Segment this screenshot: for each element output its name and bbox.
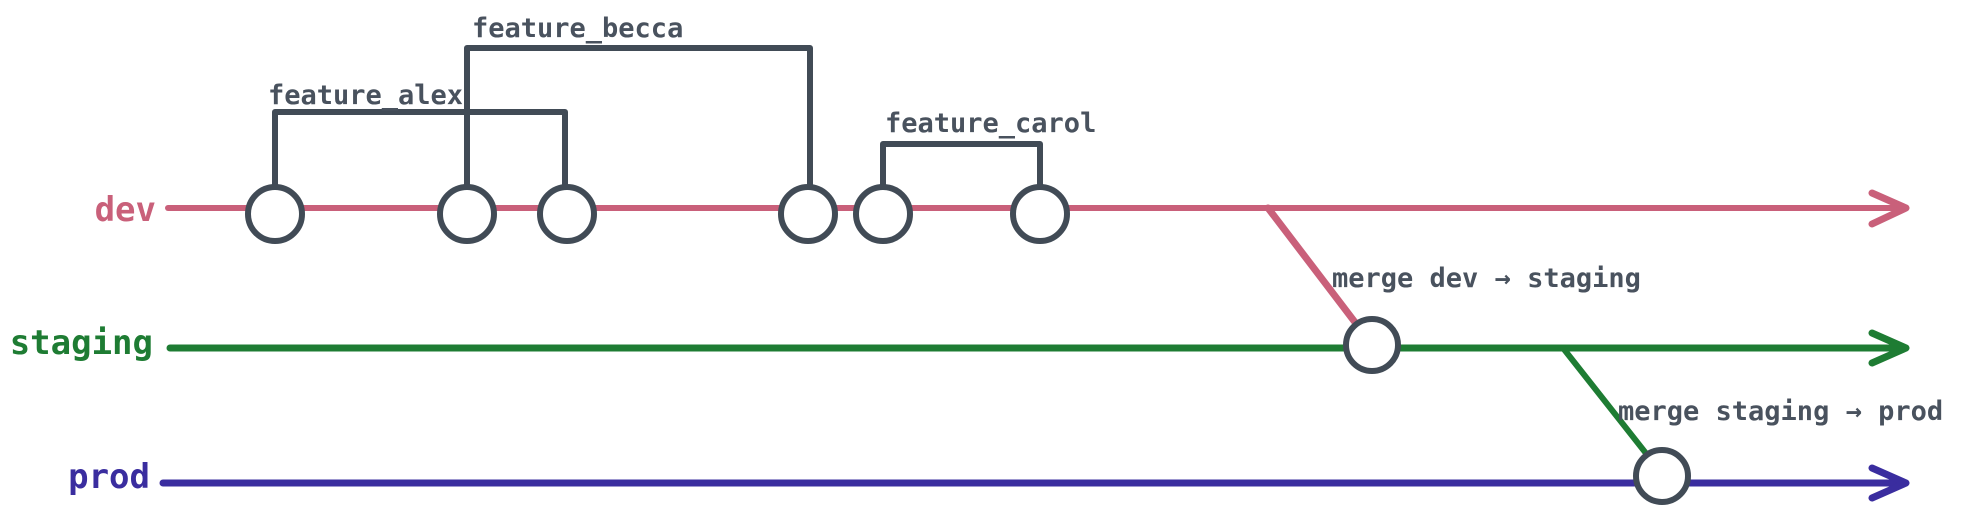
merge-dev-to-staging-edge <box>1264 204 1371 342</box>
dev-commit-nodes <box>245 184 1070 244</box>
prod-arrowhead <box>1868 464 1910 502</box>
feature-becca-label: feature_becca <box>472 13 683 44</box>
staging-arrowhead <box>1868 329 1910 367</box>
feature-carol-bracket <box>880 141 1043 195</box>
merge-dev-to-staging-label: merge dev → staging <box>1332 263 1641 294</box>
merge-staging-to-prod-edge <box>1560 345 1659 469</box>
merge-node-staging <box>1343 316 1401 374</box>
merge-labels: merge dev → staging merge staging → prod <box>1332 263 1943 427</box>
feature-labels: feature_alex feature_becca feature_carol <box>268 13 1096 139</box>
merge-staging-to-prod-label: merge staging → prod <box>1618 396 1943 427</box>
merge-node-prod <box>1633 447 1691 505</box>
commit-node-6 <box>1010 184 1070 244</box>
feature-carol-label: feature_carol <box>885 108 1096 139</box>
commit-node-2 <box>437 184 497 244</box>
branch-labels: dev staging prod <box>10 190 156 497</box>
feature-becca-bracket <box>464 45 813 195</box>
feature-alex-label: feature_alex <box>268 80 463 111</box>
staging-branch-label: staging <box>10 323 153 363</box>
merge-nodes <box>1343 316 1691 505</box>
dev-branch-label: dev <box>95 190 156 230</box>
prod-branch <box>159 464 1910 502</box>
commit-node-4 <box>778 184 838 244</box>
commit-node-1 <box>245 184 305 244</box>
dev-arrowhead <box>1868 189 1910 228</box>
staging-branch <box>166 329 1910 469</box>
commit-node-3 <box>537 184 597 244</box>
prod-branch-label: prod <box>68 457 150 497</box>
feature-alex-bracket <box>272 109 568 193</box>
commit-node-5 <box>853 184 913 244</box>
feature-brackets <box>272 45 1043 195</box>
